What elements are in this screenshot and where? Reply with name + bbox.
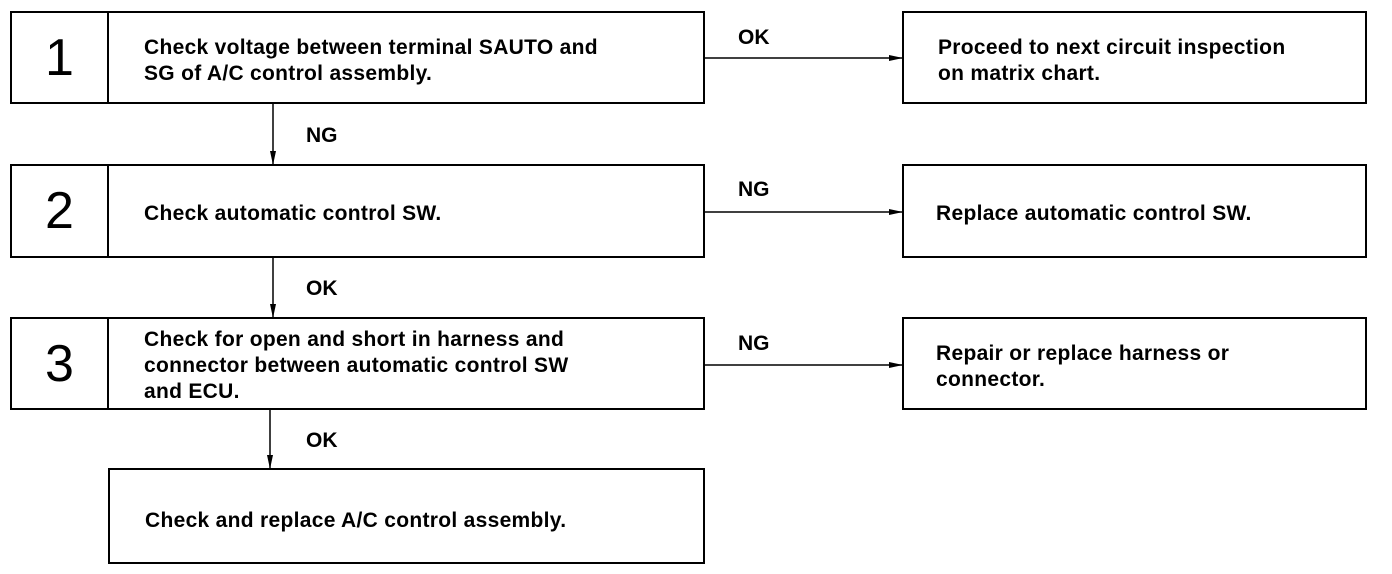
final-step-box: Check and replace A/C control assembly. [108,468,705,564]
step-3-box: 3 Check for open and short in harness an… [10,317,705,410]
result-3-text: Repair or replace harness or connector. [936,342,1230,391]
step-1-number: 1 [12,13,109,102]
step-1-box: 1 Check voltage between terminal SAUTO a… [10,11,705,104]
result-1-text: Proceed to next circuit inspection on ma… [938,36,1286,85]
step-3-text: Check for open and short in harness and … [144,328,569,403]
result-2-box: Replace automatic control SW. [902,164,1367,258]
result-3-box: Repair or replace harness or connector. [902,317,1367,410]
step-3-number: 3 [12,319,109,408]
step-2-number: 2 [12,166,109,256]
label-step3-ng: NG [738,332,770,355]
step-1-text: Check voltage between terminal SAUTO and… [144,36,598,85]
label-step2-ok: OK [306,277,338,300]
label-step3-ok: OK [306,429,338,452]
result-1-box: Proceed to next circuit inspection on ma… [902,11,1367,104]
step-2-text: Check automatic control SW. [144,202,442,225]
label-step2-ng: NG [738,178,770,201]
label-step1-ng: NG [306,124,338,147]
result-2-text: Replace automatic control SW. [936,202,1252,225]
final-step-text: Check and replace A/C control assembly. [145,509,567,532]
step-2-box: 2 Check automatic control SW. [10,164,705,258]
label-step1-ok: OK [738,26,770,49]
